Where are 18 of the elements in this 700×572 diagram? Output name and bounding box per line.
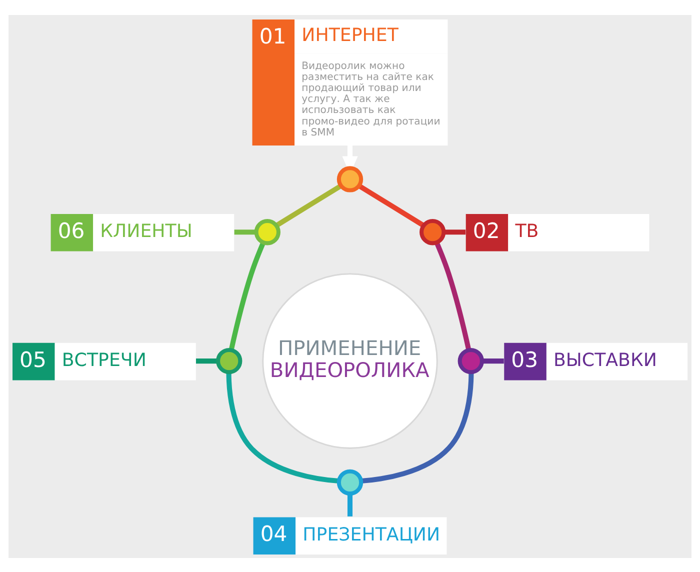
connector	[226, 372, 340, 484]
connector	[347, 493, 353, 516]
connector	[434, 241, 472, 350]
connector	[228, 241, 266, 350]
node-circle	[254, 218, 280, 245]
connector	[444, 229, 466, 234]
connector	[196, 358, 218, 364]
connector	[234, 229, 256, 234]
node-circle	[420, 218, 446, 245]
node-circle	[216, 347, 242, 374]
node-circle	[336, 468, 364, 496]
connector	[360, 372, 474, 484]
connector	[358, 183, 425, 228]
connector	[482, 358, 504, 364]
node-circle	[336, 166, 364, 192]
node-circle	[458, 347, 484, 374]
node-circle: ПРИМЕНЕНИЕ ВИДЕОРОЛИКА	[262, 272, 438, 448]
connector	[275, 183, 342, 228]
